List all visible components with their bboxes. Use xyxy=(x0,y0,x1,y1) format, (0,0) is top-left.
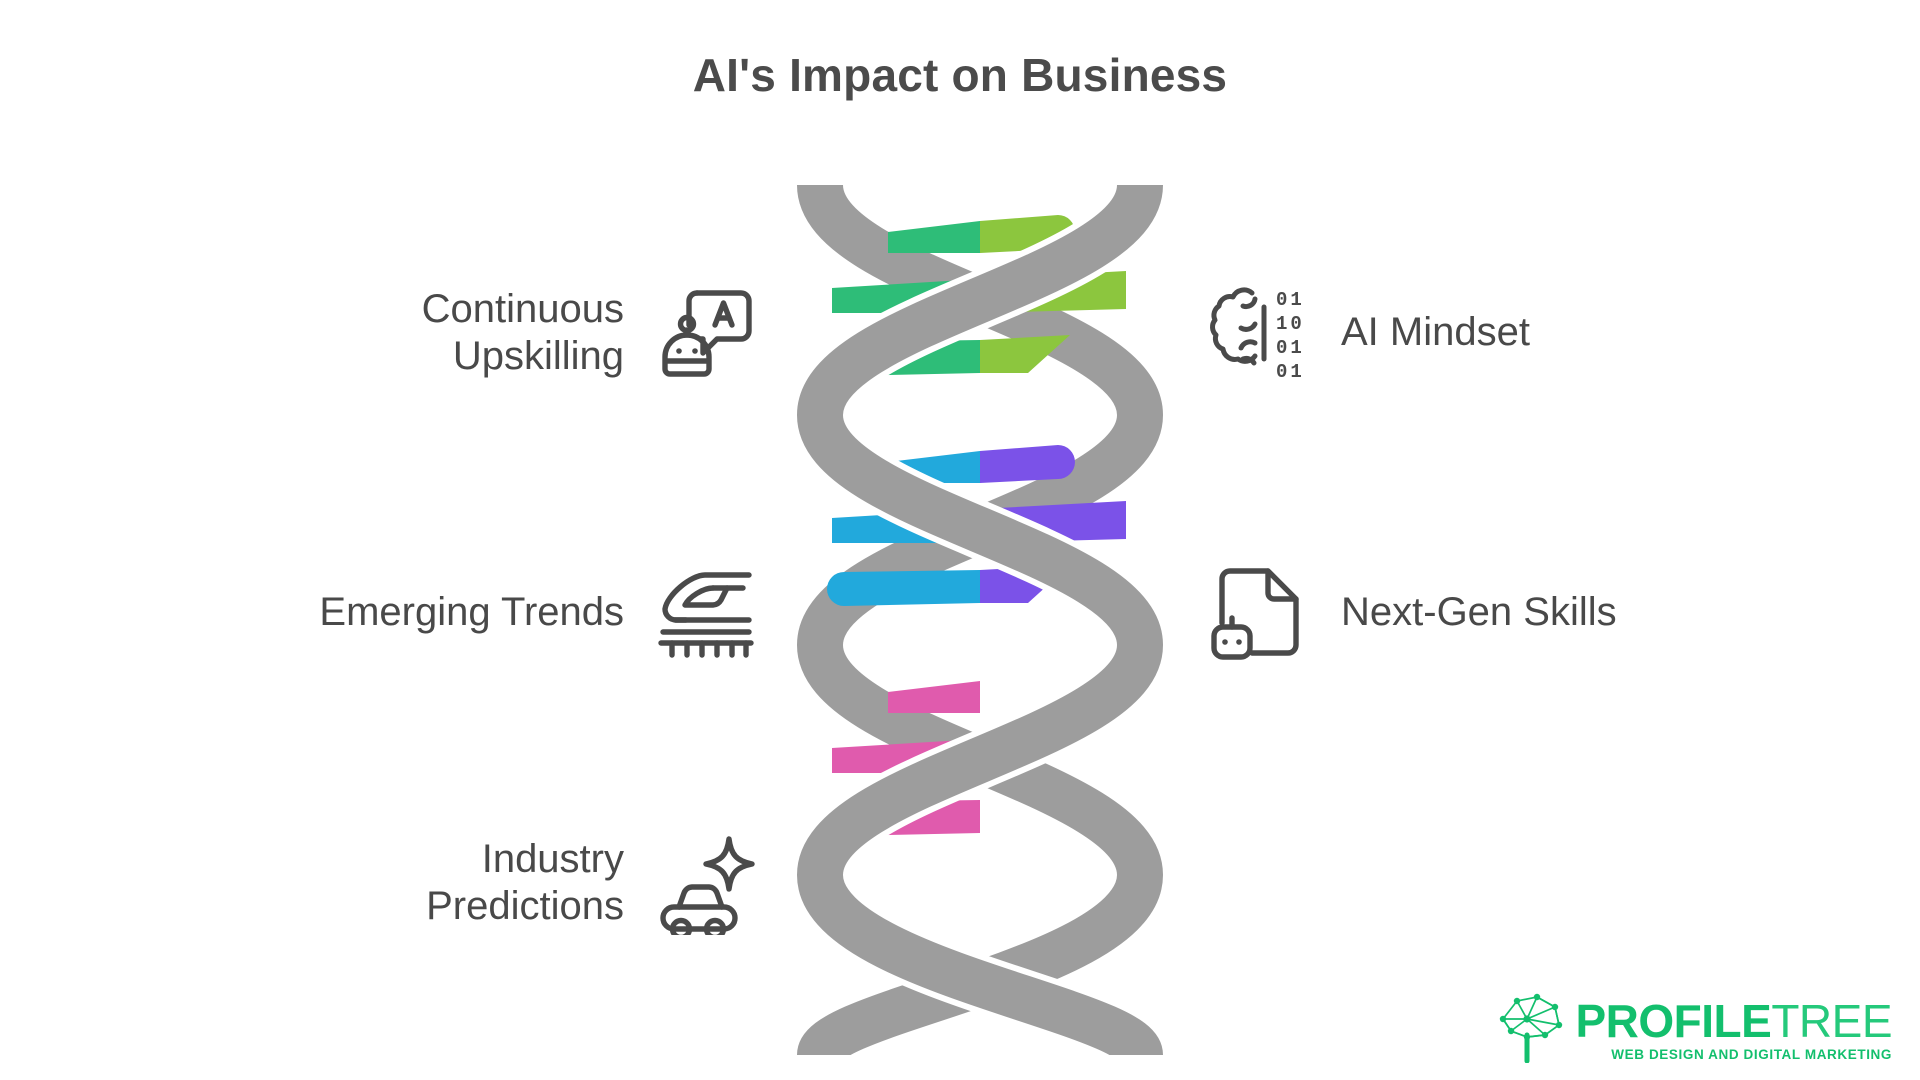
item-label: Emerging Trends xyxy=(319,590,624,635)
item-label: AI Mindset xyxy=(1341,310,1530,355)
profiletree-logo[interactable]: PROFILETREE WEB DESIGN AND DIGITAL MARKE… xyxy=(1493,991,1892,1068)
brain-binary-icon: 01 10 01 01 xyxy=(1205,278,1315,388)
robot-chat-icon xyxy=(650,278,760,388)
dna-helix-diagram xyxy=(770,185,1190,1055)
item-label: Continuous Upskilling xyxy=(421,286,624,378)
item-label: Next-Gen Skills xyxy=(1341,590,1617,635)
item-next-gen-skills[interactable]: Next-Gen Skills xyxy=(1205,548,1765,678)
page-title: AI's Impact on Business xyxy=(692,49,1228,101)
binary-row-3: 01 xyxy=(1276,337,1305,359)
item-ai-mindset[interactable]: 01 10 01 01 AI Mindset xyxy=(1205,268,1765,398)
binary-row-4: 01 xyxy=(1276,361,1305,383)
car-sparkle-icon xyxy=(650,828,760,938)
brand-tagline: WEB DESIGN AND DIGITAL MARKETING xyxy=(1611,1046,1892,1062)
item-emerging-trends[interactable]: Emerging Trends xyxy=(280,548,760,678)
item-industry-predictions[interactable]: Industry Predictions xyxy=(280,818,760,948)
brand-name-bold: PROFILE xyxy=(1575,994,1772,1047)
item-continuous-upskilling[interactable]: Continuous Upskilling xyxy=(280,268,760,398)
binary-row-1: 01 xyxy=(1276,289,1305,311)
brand-name-light: TREE xyxy=(1771,994,1892,1047)
bullet-train-icon xyxy=(650,558,760,668)
document-robot-icon xyxy=(1205,558,1315,668)
item-label: Industry Predictions xyxy=(426,836,624,928)
network-tree-icon xyxy=(1493,991,1567,1068)
brand-wordmark: PROFILETREE WEB DESIGN AND DIGITAL MARKE… xyxy=(1575,998,1892,1062)
binary-row-2: 10 xyxy=(1276,313,1305,335)
